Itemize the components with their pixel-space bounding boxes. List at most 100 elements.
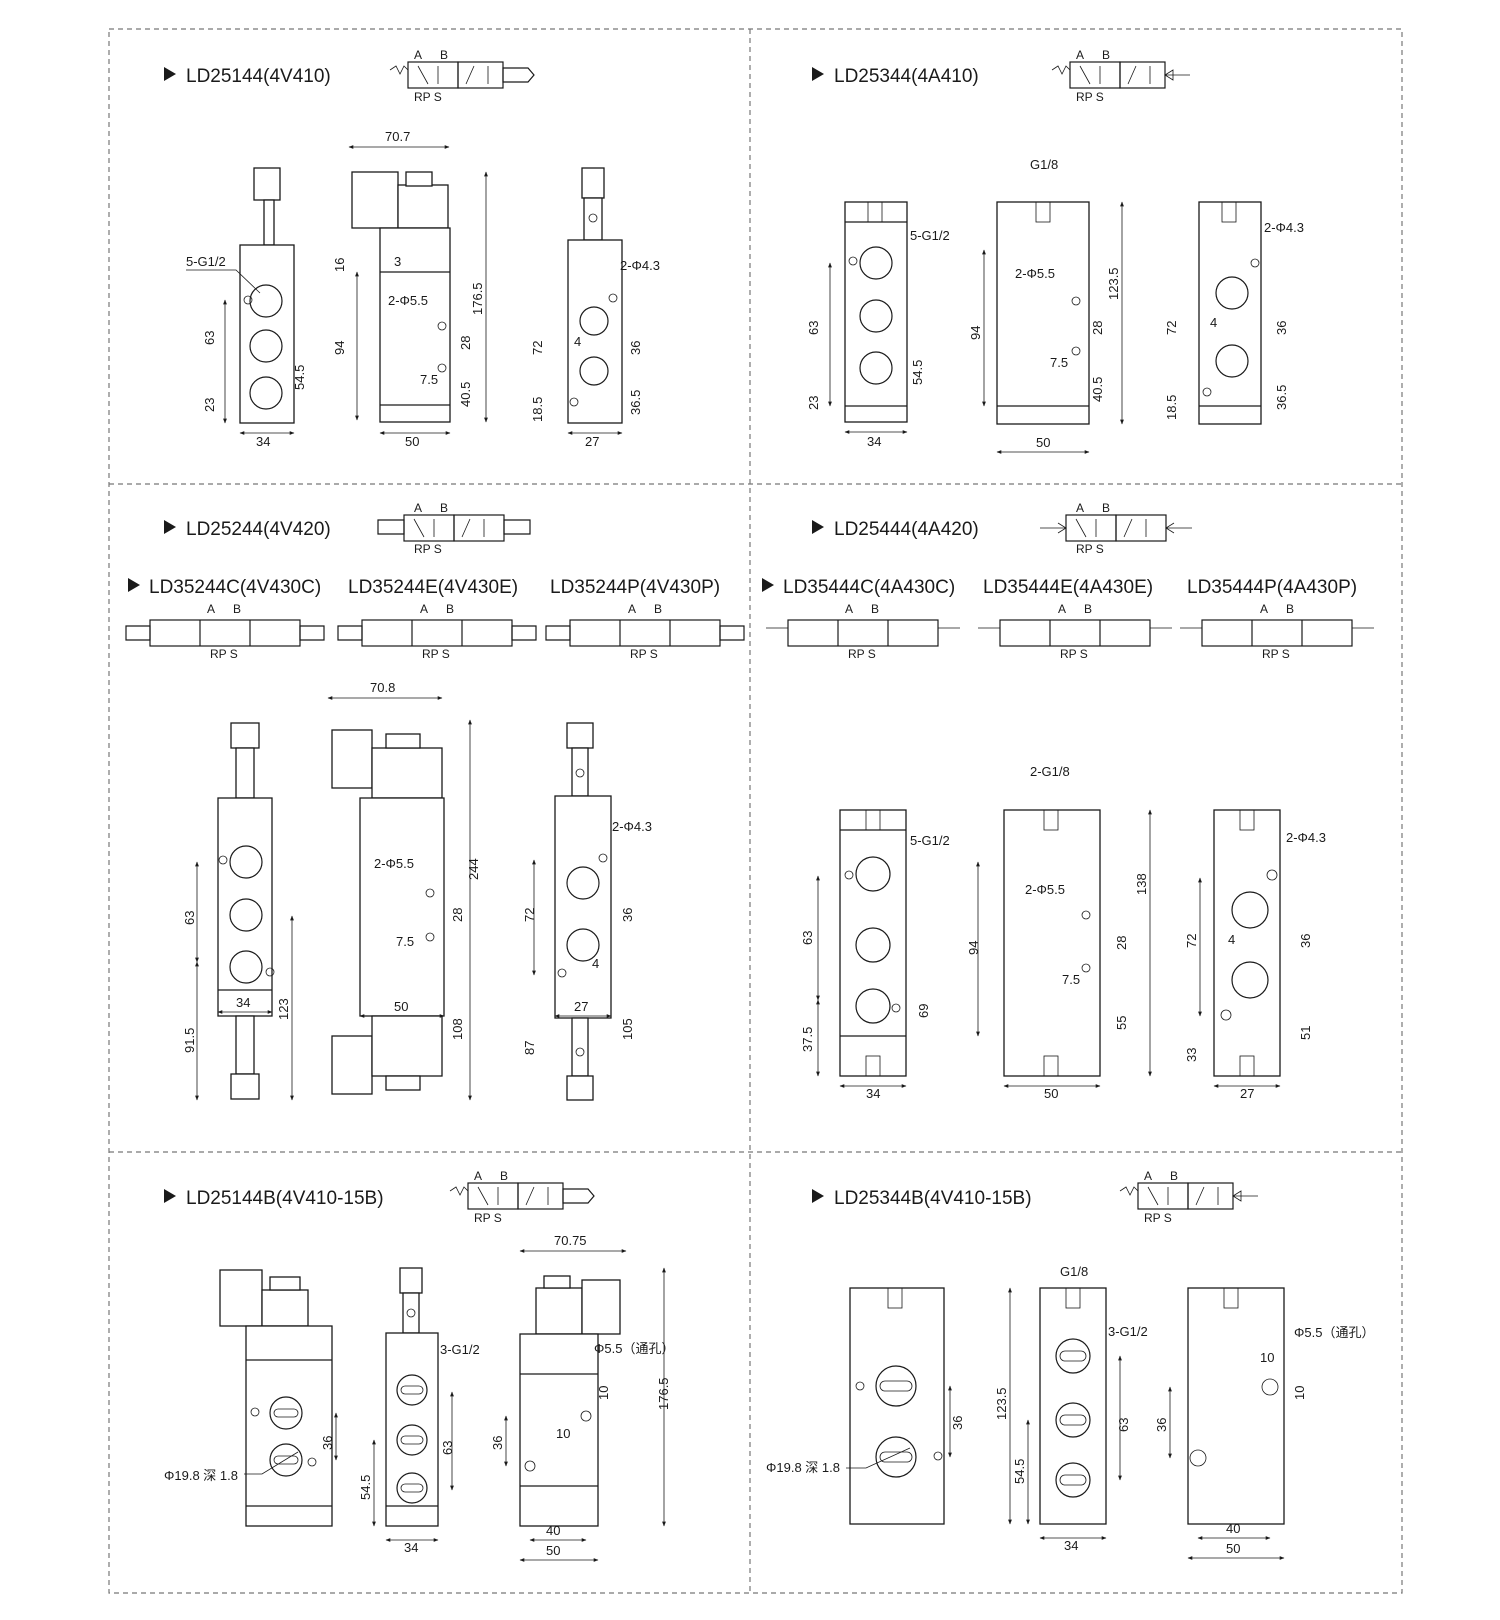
svg-text:RP S: RP S xyxy=(1262,647,1290,661)
middle-view: G1/8 3-G1/2 123.5 54.5 63 34 xyxy=(994,1264,1148,1553)
dim-text: 176.5 xyxy=(470,282,485,315)
panel-ld25244: LD25244(4V420) A B RP S LD35244C(4V430C)… xyxy=(125,501,745,1101)
bullet-arrow-icon xyxy=(812,520,824,534)
dim-text: 40 xyxy=(546,1523,560,1538)
bullet-arrow-icon xyxy=(128,578,140,592)
dim-text: 34 xyxy=(404,1540,418,1555)
svg-text:B: B xyxy=(871,602,879,616)
symbol-port-b: B xyxy=(1102,48,1110,62)
middle-view: 3-G1/2 63 54.5 34 xyxy=(358,1267,480,1555)
symbol-port-a: A xyxy=(414,48,422,62)
svg-text:A: A xyxy=(1260,602,1268,616)
dim-text: 91.5 xyxy=(182,1028,197,1053)
dim-text: 18.5 xyxy=(530,397,545,422)
dim-text: 36 xyxy=(1154,1418,1169,1432)
dim-text: 70.8 xyxy=(370,680,395,695)
dim-text: 28 xyxy=(458,336,473,350)
dim-text: 10 xyxy=(556,1426,570,1441)
svg-text:B: B xyxy=(1084,602,1092,616)
dim-text: 33 xyxy=(1184,1048,1199,1062)
dim-text: 123.5 xyxy=(994,1387,1009,1420)
dim-text: 34 xyxy=(256,434,270,449)
svg-text:RP S: RP S xyxy=(1060,647,1088,661)
dim-text: 36 xyxy=(620,908,635,922)
dim-text: 94 xyxy=(966,941,981,955)
dim-text: 36.5 xyxy=(628,390,643,415)
svg-text:A: A xyxy=(420,602,428,616)
dim-text: 36 xyxy=(950,1416,965,1430)
end-view: 2-Φ4.3 72 4 36 33 51 27 xyxy=(1184,809,1326,1101)
port-label: 5-G1/2 xyxy=(186,254,226,269)
panel-ld25144: LD25144(4V410) A B RP S 5-G1/2 63 23 54. xyxy=(164,48,660,449)
symbol-ports: RP S xyxy=(1144,1211,1172,1225)
symbol-ports: RP S xyxy=(414,90,442,104)
sub-title: LD35444P(4A430P) xyxy=(1187,577,1357,598)
dim-text: 72 xyxy=(1164,321,1179,335)
symbol-ports: RP S xyxy=(474,1211,502,1225)
panel-ld25444: LD25444(4A420) A B RP S LD35444C(4A430C)… xyxy=(762,501,1374,1101)
svg-text:RP S: RP S xyxy=(848,647,876,661)
dim-text: 138 xyxy=(1134,873,1149,895)
sub-title: LD35244C(4V430C) xyxy=(149,577,321,598)
dim-text: 4 xyxy=(1228,932,1235,947)
svg-text:RP S: RP S xyxy=(210,647,238,661)
side-view: 70.75 Φ5.5（通孔） 10 10 176.5 36 40 50 xyxy=(490,1233,674,1562)
dim-text: 34 xyxy=(866,1086,880,1101)
hole-label: 2-Φ4.3 xyxy=(1264,220,1304,235)
dim-text: 4 xyxy=(574,334,581,349)
dim-text: 7.5 xyxy=(396,934,414,949)
dim-text: 23 xyxy=(202,398,217,412)
valve-symbol: A B RP S xyxy=(1051,48,1190,104)
front-view: 5-G1/2 63 37.5 69 34 xyxy=(800,809,950,1101)
end-view: 2-Φ4.3 72 4 36 18.5 36.5 27 xyxy=(530,167,660,449)
svg-text:RP S: RP S xyxy=(630,647,658,661)
dim-text: 34 xyxy=(867,434,881,449)
dim-text: 28 xyxy=(1090,321,1105,335)
dim-text: 50 xyxy=(1226,1541,1240,1556)
bullet-arrow-icon xyxy=(812,1189,824,1203)
dim-text: 72 xyxy=(1184,934,1199,948)
symbol-port-b: B xyxy=(440,48,448,62)
symbol-ports: RP S xyxy=(1076,542,1104,556)
end-view: 2-Φ4.3 72 36 4 27 87 105 xyxy=(522,722,652,1101)
panel-title: LD25244(4V420) xyxy=(186,519,331,540)
dim-text: 34 xyxy=(236,995,250,1010)
svg-text:A: A xyxy=(628,602,636,616)
bullet-arrow-icon xyxy=(164,1189,176,1203)
hole-label: 2-Φ5.5 xyxy=(1015,266,1055,281)
hole-label: 2-Φ5.5 xyxy=(388,293,428,308)
valve-symbol: A B RP S xyxy=(1040,501,1192,556)
dim-text: 23 xyxy=(806,396,821,410)
dim-text: 36 xyxy=(490,1436,505,1450)
port-label: 3-G1/2 xyxy=(1108,1324,1148,1339)
hole-label: Φ5.5（通孔） xyxy=(1294,1325,1374,1340)
symbol-ports: RP S xyxy=(414,542,442,556)
dim-text: 50 xyxy=(546,1543,560,1558)
dim-text: 7.5 xyxy=(1050,355,1068,370)
dim-text: 40.5 xyxy=(458,382,473,407)
panel-title: LD25444(4A420) xyxy=(834,519,979,540)
dim-text: 7.5 xyxy=(1062,972,1080,987)
dim-text: 37.5 xyxy=(800,1027,815,1052)
dim-text: 94 xyxy=(968,326,983,340)
dim-text: 70.75 xyxy=(554,1233,587,1248)
dim-text: 10 xyxy=(596,1386,611,1400)
bore-label: Φ19.8 深 1.8 xyxy=(766,1460,840,1475)
panel-ld25344b: LD25344B(4V410-15B) A B RP S Φ19.8 深 1.8… xyxy=(766,1169,1374,1560)
port-label: G1/8 xyxy=(1060,1264,1088,1279)
dim-text: 63 xyxy=(202,331,217,345)
svg-text:B: B xyxy=(1286,602,1294,616)
dim-text: 63 xyxy=(182,911,197,925)
svg-text:RP S: RP S xyxy=(422,647,450,661)
dim-text: 4 xyxy=(592,956,599,971)
dim-text: 27 xyxy=(1240,1086,1254,1101)
dim-text: 40.5 xyxy=(1090,377,1105,402)
svg-text:A: A xyxy=(845,602,853,616)
sub-title: LD35444C(4A430C) xyxy=(783,577,955,598)
front-view: 5-G1/2 63 23 54.5 34 xyxy=(806,201,950,449)
front-view: 63 34 91.5 123 xyxy=(182,722,294,1101)
dim-text: 176.5 xyxy=(656,1377,671,1410)
side-view: G1/8 2-Φ5.5 94 123.5 28 7.5 40.5 50 xyxy=(968,157,1124,454)
svg-text:B: B xyxy=(654,602,662,616)
